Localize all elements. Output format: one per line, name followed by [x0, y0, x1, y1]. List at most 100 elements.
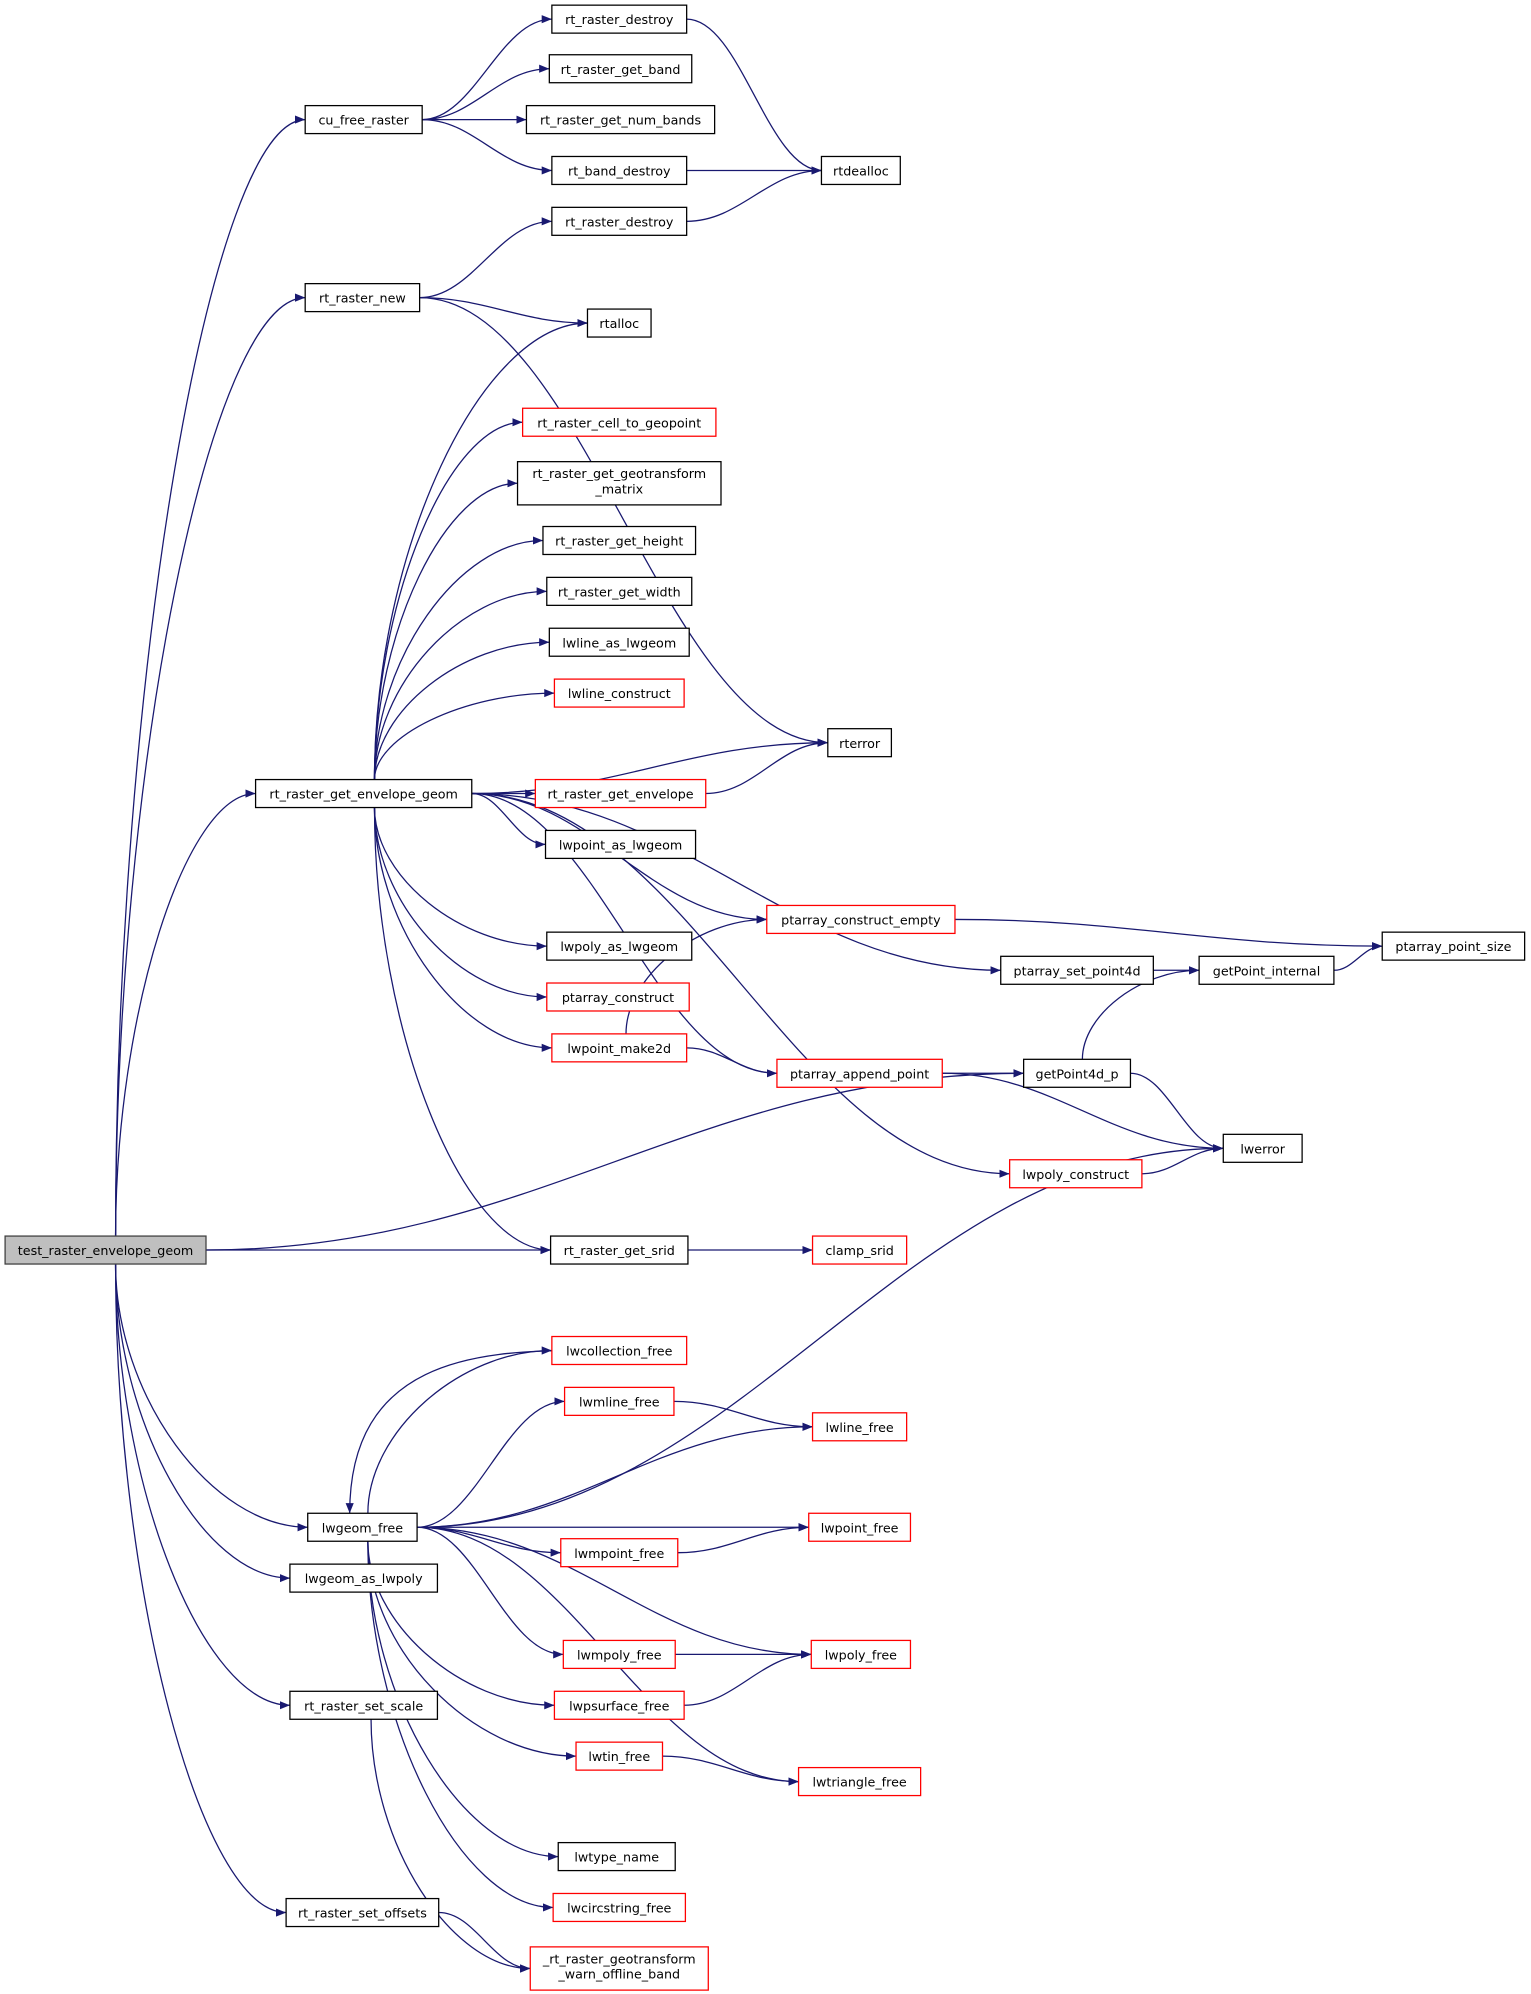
- node-lwpoly-construct[interactable]: lwpoly_construct: [1009, 1159, 1143, 1189]
- node-box[interactable]: [1381, 931, 1526, 961]
- node-lwpoint-free[interactable]: lwpoint_free: [808, 1512, 912, 1542]
- node-rt-band-destroy[interactable]: rt_band_destroy: [551, 155, 688, 186]
- node-box[interactable]: [289, 1690, 439, 1720]
- node-box[interactable]: [808, 1512, 912, 1542]
- node-box[interactable]: [551, 206, 688, 236]
- node-box[interactable]: [766, 904, 956, 935]
- node-box[interactable]: [797, 1766, 922, 1797]
- node-box[interactable]: [562, 1639, 676, 1670]
- node-ptarray-construct-empty[interactable]: ptarray_construct_empty: [766, 904, 956, 935]
- node-lwpoly-free[interactable]: lwpoly_free: [810, 1639, 912, 1670]
- node-lwtriangle-free[interactable]: lwtriangle_free: [797, 1766, 922, 1797]
- node-cu-free-raster[interactable]: cu_free_raster: [304, 104, 423, 135]
- node-rtdealloc[interactable]: rtdealloc: [820, 155, 901, 186]
- node-lwtin-free[interactable]: lwtin_free: [575, 1741, 664, 1771]
- node-box[interactable]: [548, 54, 693, 84]
- node-box[interactable]: [1009, 1159, 1143, 1189]
- node-rt-raster-new[interactable]: rt_raster_new: [304, 282, 421, 313]
- node-lwpsurface-free[interactable]: lwpsurface_free: [553, 1690, 685, 1720]
- node-rt-raster-set-offsets[interactable]: rt_raster_set_offsets: [285, 1897, 440, 1928]
- node-box[interactable]: [285, 1897, 440, 1928]
- node-box[interactable]: [521, 407, 717, 437]
- node-box[interactable]: [551, 1033, 688, 1063]
- node-box[interactable]: [827, 728, 893, 758]
- node-box[interactable]: [560, 1538, 679, 1568]
- node-lwmpoint-free[interactable]: lwmpoint_free: [560, 1538, 679, 1568]
- node-box[interactable]: [551, 1335, 688, 1366]
- node-box[interactable]: [304, 282, 421, 313]
- node-box[interactable]: [307, 1512, 418, 1542]
- node-rtalloc[interactable]: rtalloc: [586, 308, 652, 338]
- node-box[interactable]: [516, 461, 722, 506]
- node-rt-raster-destroy-a[interactable]: rt_raster_destroy: [551, 4, 688, 34]
- node-box[interactable]: [776, 1058, 943, 1088]
- node-lwline-free[interactable]: lwline_free: [811, 1412, 908, 1442]
- node-ptarray-append-point[interactable]: ptarray_append_point: [776, 1058, 943, 1088]
- node-ptarray-construct[interactable]: ptarray_construct: [546, 982, 690, 1012]
- node-ptarray-point-size[interactable]: ptarray_point_size: [1381, 931, 1526, 961]
- node-lwcircstring-free[interactable]: lwcircstring_free: [552, 1892, 687, 1923]
- node-box[interactable]: [1198, 955, 1335, 985]
- node-lwline-as-lwgeom[interactable]: lwline_as_lwgeom: [548, 627, 690, 657]
- node-box[interactable]: [551, 155, 688, 186]
- node-ptarray-set-point4d[interactable]: ptarray_set_point4d: [1000, 955, 1154, 985]
- node-box[interactable]: [811, 1412, 908, 1442]
- node-lwpoint-as-lwgeom[interactable]: lwpoint_as_lwgeom: [544, 829, 697, 860]
- node-rterror[interactable]: rterror: [827, 728, 893, 758]
- node-rt-raster-get-geotransform-matrix[interactable]: rt_raster_get_geotransform_matrix: [516, 461, 722, 506]
- node-lwgeom-as-lwpoly[interactable]: lwgeom_as_lwpoly: [289, 1563, 439, 1593]
- node-box[interactable]: [553, 1690, 685, 1720]
- node-lwmpoly-free[interactable]: lwmpoly_free: [562, 1639, 676, 1670]
- node-box[interactable]: [289, 1563, 439, 1593]
- node-box[interactable]: [552, 1892, 687, 1923]
- node-rt-raster-set-scale[interactable]: rt_raster_set_scale: [289, 1690, 439, 1720]
- node-rt-raster-get-height[interactable]: rt_raster_get_height: [542, 525, 697, 556]
- node-lwerror[interactable]: lwerror: [1222, 1133, 1303, 1163]
- node-rt-raster-cell-to-geopoint[interactable]: rt_raster_cell_to_geopoint: [521, 407, 717, 437]
- node-box[interactable]: [557, 1841, 676, 1872]
- node-box[interactable]: [548, 627, 690, 657]
- node-lwpoly-as-lwgeom[interactable]: lwpoly_as_lwgeom: [546, 931, 693, 961]
- node-box[interactable]: [575, 1741, 664, 1771]
- node-lwline-construct[interactable]: lwline_construct: [553, 678, 685, 708]
- node-lwmline-free[interactable]: lwmline_free: [563, 1386, 675, 1416]
- node-box[interactable]: [1022, 1058, 1132, 1088]
- node-box[interactable]: [586, 308, 652, 338]
- node-box[interactable]: [544, 829, 697, 860]
- node-rt-raster-get-band[interactable]: rt_raster_get_band: [548, 54, 693, 84]
- node-lwgeom-free[interactable]: lwgeom_free: [307, 1512, 418, 1542]
- node-box[interactable]: [546, 982, 690, 1012]
- node-box[interactable]: [304, 104, 423, 135]
- node-box[interactable]: [254, 778, 473, 809]
- node-lwpoint-make2d[interactable]: lwpoint_make2d: [551, 1033, 688, 1063]
- node-box[interactable]: [549, 1235, 689, 1265]
- node-box[interactable]: [1222, 1133, 1303, 1163]
- node-rt-raster-get-envelope[interactable]: rt_raster_get_envelope: [534, 778, 707, 809]
- node-box[interactable]: [4, 1235, 207, 1265]
- node-box[interactable]: [551, 4, 688, 34]
- node-getPoint-internal[interactable]: getPoint_internal: [1198, 955, 1335, 985]
- node-box[interactable]: [534, 778, 707, 809]
- node-box[interactable]: [542, 525, 697, 556]
- node-getPoint4d-p[interactable]: getPoint4d_p: [1022, 1058, 1132, 1088]
- node-box[interactable]: [553, 678, 685, 708]
- node-rt-raster-get-num-bands[interactable]: rt_raster_get_num_bands: [525, 104, 716, 135]
- node-rt-raster-get-srid[interactable]: rt_raster_get_srid: [549, 1235, 689, 1265]
- node-box[interactable]: [529, 1946, 709, 1991]
- node-box[interactable]: [810, 1639, 912, 1670]
- node-root[interactable]: test_raster_envelope_geom: [4, 1235, 207, 1265]
- node-box[interactable]: [811, 1235, 908, 1265]
- node-rt-raster-get-width[interactable]: rt_raster_get_width: [546, 576, 693, 606]
- node-clamp-srid[interactable]: clamp_srid: [811, 1235, 908, 1265]
- node-lwtype-name[interactable]: lwtype_name: [557, 1841, 676, 1872]
- node-rt-raster-destroy-b[interactable]: rt_raster_destroy: [551, 206, 688, 236]
- node-warn-offline-band[interactable]: _rt_raster_geotransform_warn_offline_ban…: [529, 1946, 709, 1991]
- node-box[interactable]: [525, 104, 716, 135]
- node-box[interactable]: [820, 155, 901, 186]
- node-lwcollection-free[interactable]: lwcollection_free: [551, 1335, 688, 1366]
- node-rt-raster-get-envelope-geom[interactable]: rt_raster_get_envelope_geom: [254, 778, 473, 809]
- node-box[interactable]: [563, 1386, 675, 1416]
- node-box[interactable]: [1000, 955, 1154, 985]
- node-box[interactable]: [546, 576, 693, 606]
- node-box[interactable]: [546, 931, 693, 961]
